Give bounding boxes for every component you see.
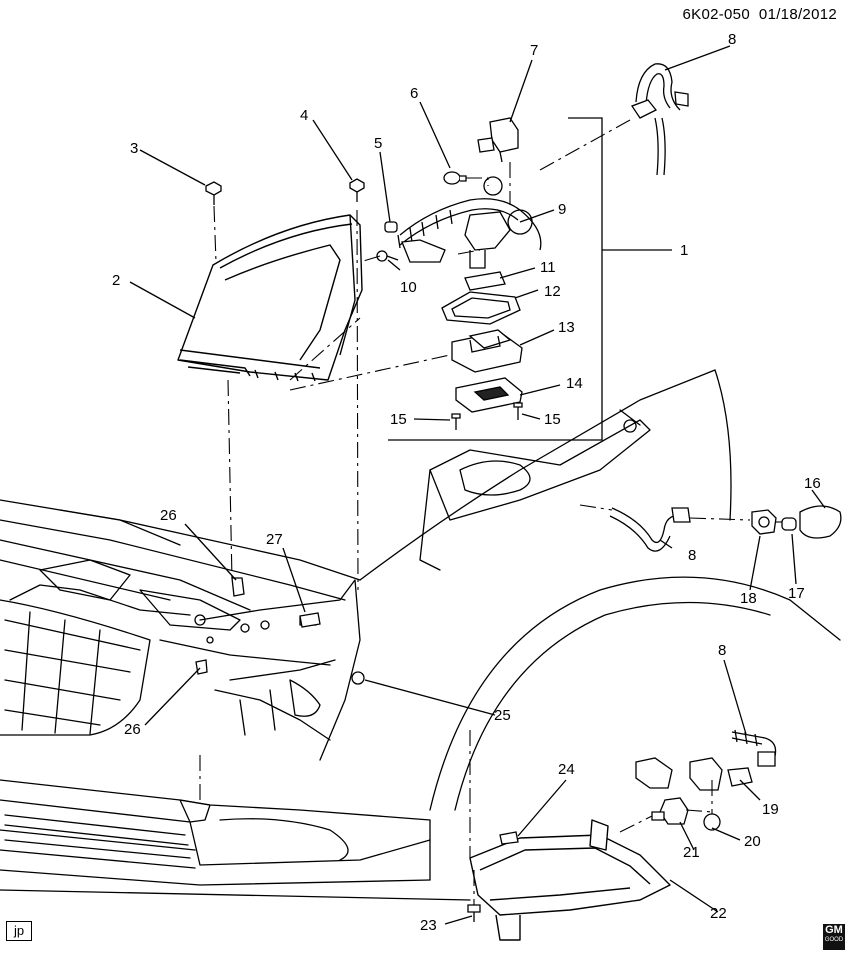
gm-logo-text: GM <box>825 924 843 936</box>
gasket-12 <box>441 291 521 325</box>
leader-lines <box>129 45 826 925</box>
lamp-wiring-harness-9 <box>397 176 542 269</box>
clip-24 <box>499 831 519 845</box>
diagram-code: 6K02-050 <box>682 6 750 23</box>
illustrator-tag: jp <box>6 921 32 941</box>
vehicle-front-end <box>0 369 841 901</box>
harness-8-top <box>631 63 689 176</box>
callout-19: 19 <box>762 801 779 818</box>
callout-labels: 1 2 3 4 5 6 7 8 8 8 9 10 11 12 13 14 15 … <box>112 31 821 934</box>
callout-8-fog: 8 <box>718 642 726 659</box>
side-marker-bulb-17 <box>781 517 797 531</box>
callout-18: 18 <box>740 590 757 607</box>
diagram-date: 01/18/2012 <box>758 6 837 23</box>
fog-lamp-assembly-22 <box>469 819 671 941</box>
bolt-3 <box>205 181 222 205</box>
callout-12: 12 <box>544 283 561 300</box>
clip-27 <box>299 612 321 628</box>
callout-6: 6 <box>410 85 418 102</box>
seal-11 <box>464 271 506 291</box>
screw-10 <box>376 250 399 262</box>
callout-4: 4 <box>300 107 308 124</box>
headlamp-assembly <box>177 214 363 382</box>
ballast-13 <box>451 329 523 373</box>
callout-23: 23 <box>420 917 437 934</box>
headlamp-bulb-7 <box>477 117 519 163</box>
callout-3: 3 <box>130 140 138 157</box>
gm-logo: GM GOOD <box>823 924 845 950</box>
callout-9: 9 <box>558 201 566 218</box>
screw-15-left <box>451 413 461 430</box>
callout-27: 27 <box>266 531 283 548</box>
callout-15-left: 15 <box>390 411 407 428</box>
harness-8-fog <box>731 729 777 767</box>
callout-26-lower: 26 <box>124 721 141 738</box>
callout-25: 25 <box>494 707 511 724</box>
lamp-bulb-5 <box>384 221 398 233</box>
diagram-header: 6K02-050 01/18/2012 <box>683 6 837 23</box>
fog-lamp-socket-19 <box>635 757 753 791</box>
bumper-26-upper <box>231 577 245 597</box>
callout-15-right: 15 <box>544 411 561 428</box>
callout-17: 17 <box>788 585 805 602</box>
gm-logo-subtext: GOOD <box>824 937 844 943</box>
side-marker-socket-18 <box>751 509 777 535</box>
callout-10: 10 <box>400 279 417 296</box>
callout-26-upper: 26 <box>160 507 177 524</box>
callout-7: 7 <box>530 42 538 59</box>
bumper-26-lower <box>195 659 208 675</box>
assembly-bracket-1 <box>388 117 672 441</box>
callout-24: 24 <box>558 761 575 778</box>
harness-8-middle <box>609 507 691 552</box>
bolt-4 <box>349 178 365 202</box>
callout-16: 16 <box>804 475 821 492</box>
control-module-14 <box>455 377 523 413</box>
callout-5: 5 <box>374 135 382 152</box>
callout-8-middle: 8 <box>688 547 696 564</box>
lamp-bulb-6 <box>443 171 467 185</box>
callout-14: 14 <box>566 375 583 392</box>
screw-15-right <box>513 402 523 420</box>
screw-23 <box>467 904 481 922</box>
fog-lamp-bulb-21 <box>651 797 689 825</box>
callout-21: 21 <box>683 844 700 861</box>
alignment-lines <box>199 119 782 905</box>
side-marker-lens-16 <box>799 505 842 539</box>
grommet-25 <box>351 671 365 685</box>
callout-8-top: 8 <box>728 31 736 48</box>
callout-1: 1 <box>680 242 688 259</box>
callout-2: 2 <box>112 272 120 289</box>
callout-13: 13 <box>558 319 575 336</box>
callout-20: 20 <box>744 833 761 850</box>
callout-11: 11 <box>540 259 556 276</box>
callout-22: 22 <box>710 905 727 922</box>
fog-lamp-bulb-20 <box>703 813 721 831</box>
